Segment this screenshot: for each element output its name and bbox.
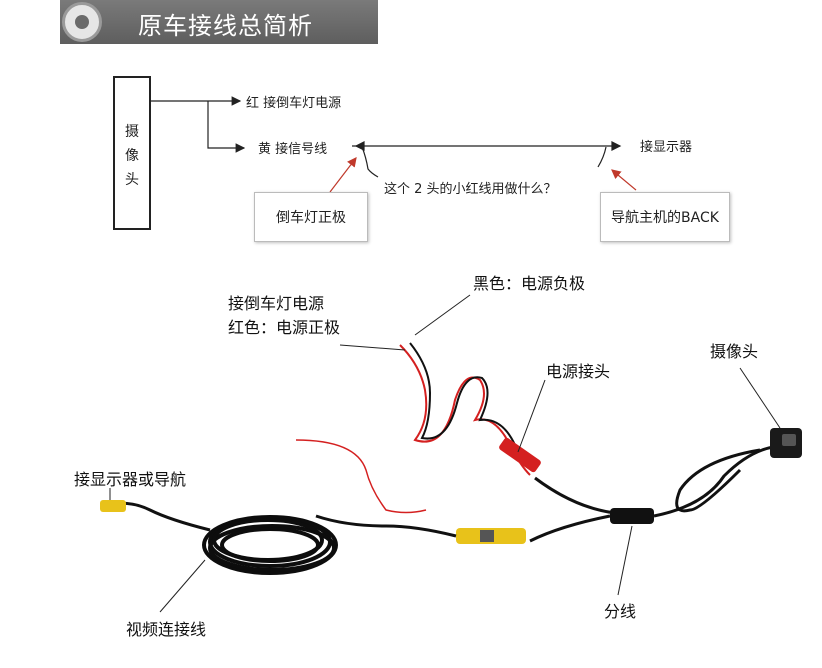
question-text: 这个 2 头的小红线用做什么？ [384, 182, 557, 197]
wiring-photo [100, 294, 802, 613]
red-positive-label: 红色：电源正极 [228, 318, 341, 337]
right-red-tail [597, 146, 607, 168]
splitter-label: 分线 [604, 602, 637, 621]
power-connector-shape [499, 437, 541, 473]
bullet-circle-icon [62, 2, 102, 42]
yellow-wire-label: 黄 接信号线 [258, 142, 328, 157]
display-label: 接显示器 [640, 140, 693, 155]
video-cable-label: 视频连接线 [126, 620, 207, 639]
left-red-tail [361, 146, 379, 178]
camera-label: 摄像头 [710, 342, 759, 361]
yellow-wire-arrow [207, 101, 246, 153]
splitter-shape [610, 508, 654, 524]
camera-cable [653, 444, 785, 518]
black-power-wire [409, 342, 516, 446]
reverse-light-positive-label: 倒车灯正极 [276, 210, 346, 226]
red-wire-label: 红 接倒车灯电源 [246, 96, 342, 111]
thin-red-wire [295, 439, 427, 514]
left-pointer-arrow [329, 157, 357, 193]
nav-back-box: 导航主机的BACK [600, 192, 730, 242]
camera-box-label: 摄像头 [125, 124, 139, 188]
power-cable [534, 476, 616, 515]
signal-line-right-arrow [611, 141, 622, 151]
page-title: 原车接线总简析 [138, 12, 313, 40]
display-rca-shape [100, 500, 126, 512]
header-bar [60, 0, 378, 44]
cable-coil [202, 515, 338, 575]
reverse-power-label: 接倒车灯电源 [228, 294, 325, 313]
camera-box [113, 76, 151, 230]
display-nav-label: 接显示器或导航 [74, 470, 187, 489]
schematic-lines [151, 96, 622, 178]
black-negative-label: 黑色：电源负极 [473, 274, 586, 293]
nav-back-label: 导航主机的BACK [611, 210, 719, 226]
power-connector-label: 电源接头 [546, 362, 611, 381]
reverse-light-positive-box: 倒车灯正极 [254, 192, 368, 242]
right-pointer-arrow [611, 169, 637, 191]
